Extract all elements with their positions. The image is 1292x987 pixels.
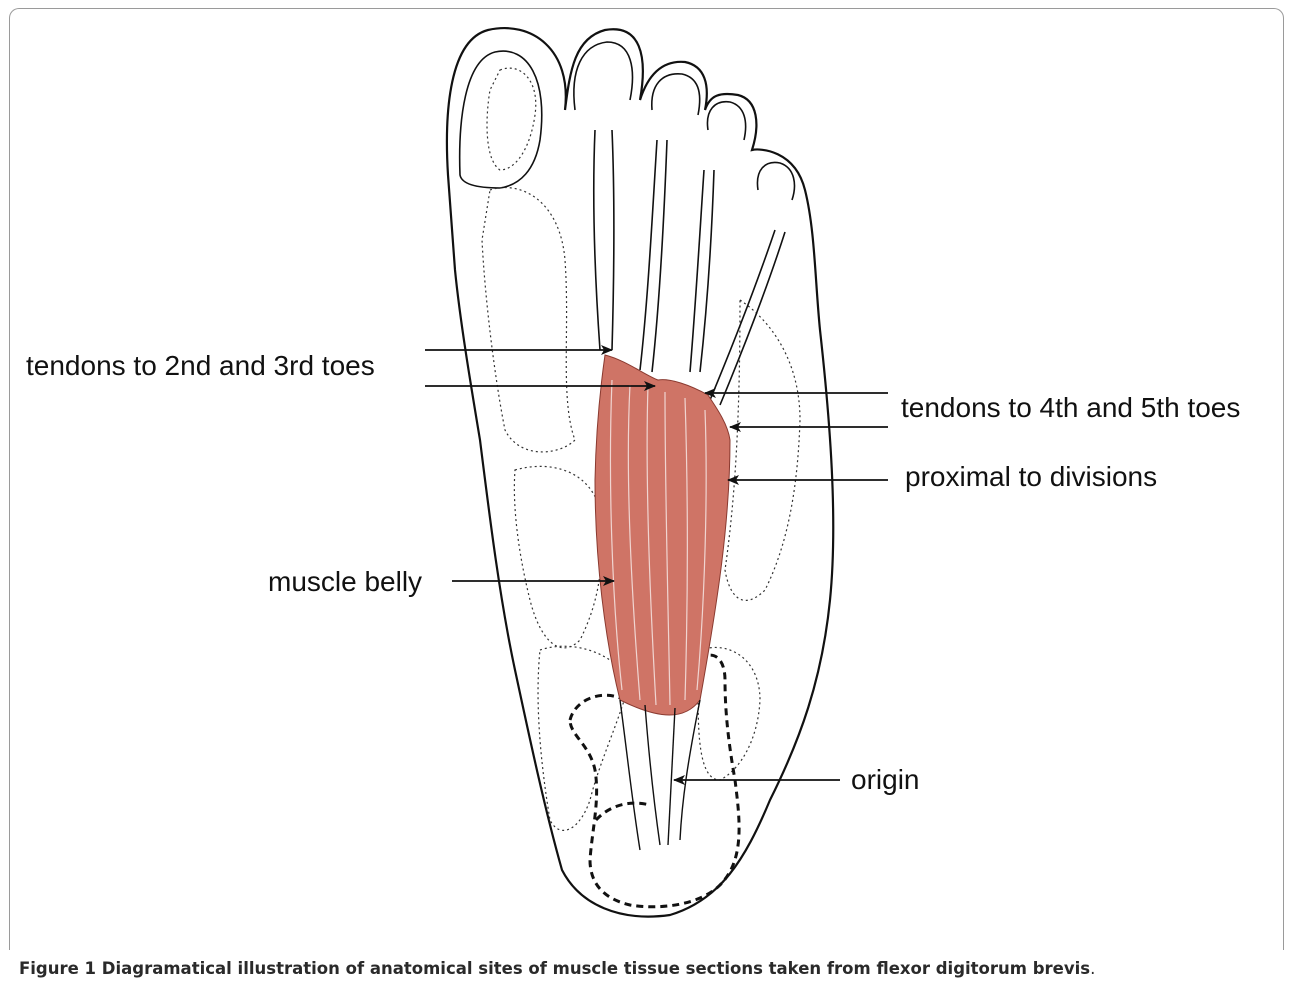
toe3-pad <box>652 74 700 115</box>
caption-end: . <box>1090 959 1095 978</box>
label-tendons-4-5: tendons to 4th and 5th toes <box>901 392 1240 423</box>
big-toe-pad <box>460 51 542 188</box>
heel-dashed-inner <box>596 803 650 820</box>
toe2-pad <box>574 42 633 110</box>
toe4-pad <box>707 102 745 140</box>
figure-caption: Figure 1 Diagramatical illustration of a… <box>19 959 1095 978</box>
label-proximal: proximal to divisions <box>905 461 1157 492</box>
label-tendons-2-3: tendons to 2nd and 3rd toes <box>26 350 375 381</box>
label-muscle-belly: muscle belly <box>268 566 422 597</box>
caption-text: Diagramatical illustration of anatomical… <box>102 959 1090 978</box>
toe5-pad <box>757 162 794 200</box>
origin-tendon <box>620 700 700 850</box>
caption-label: Figure 1 <box>19 959 96 978</box>
label-origin: origin <box>851 764 919 795</box>
foot-diagram: tendons to 2nd and 3rd toes tendons to 4… <box>0 0 1292 950</box>
muscle-belly <box>595 355 730 715</box>
